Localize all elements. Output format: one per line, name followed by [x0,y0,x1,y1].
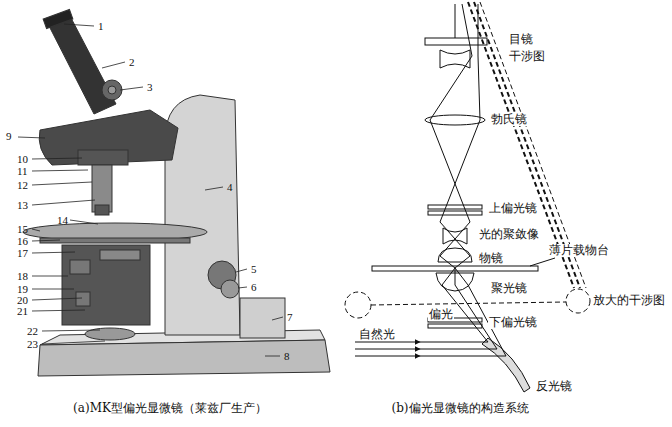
callout-number: 5 [250,263,258,275]
callout-number: 22 [26,325,39,337]
callout-number: 4 [226,181,234,193]
part-label: 反光镜 [535,380,573,393]
callout-number: 17 [16,247,29,259]
callout-number: 2 [128,56,136,68]
callout-number: 21 [16,305,29,317]
part-label: 光的聚敛像 [478,228,540,241]
part-label: 聚光镜 [490,282,528,295]
part-label: 勃氏镜 [490,113,528,126]
callout-number: 16 [16,235,29,247]
callout-number: 8 [283,350,291,362]
callout-number: 9 [5,130,13,142]
part-label: 物镜 [478,252,504,265]
callout-number: 7 [286,311,294,323]
callout-number: 20 [16,294,29,306]
callout-number: 13 [16,199,29,211]
callout-number: 11 [16,165,29,177]
callout-number: 15 [16,223,29,235]
callout-number: 6 [250,281,258,293]
microscope-photo [23,10,330,376]
part-label: 偏光 [428,308,454,321]
part-label: 自然光 [358,328,396,341]
callout-number: 1 [97,20,105,32]
part-label: 薄片载物台 [548,244,610,257]
part-label: 下偏光镜 [488,316,538,329]
callout-number: 18 [16,270,29,282]
part-label: 上偏光镜 [488,202,538,215]
dashed-rays [345,2,590,318]
callout-number: 23 [26,338,39,350]
part-label: 放大的干涉图 [592,294,666,307]
part-label: 干涉图 [508,50,546,63]
leader-lines [18,24,283,356]
part-label: 目镜 [508,33,534,46]
callout-number: 14 [56,214,69,226]
figure-caption: (b)偏光显微镜的构造系统 [390,402,529,415]
callout-number: 3 [146,81,154,93]
callout-number: 19 [16,283,29,295]
callout-number: 12 [16,179,29,191]
figure-caption: (a)MK型偏光显微镜（莱兹厂生产） [72,402,268,415]
callout-number: 10 [16,153,29,165]
